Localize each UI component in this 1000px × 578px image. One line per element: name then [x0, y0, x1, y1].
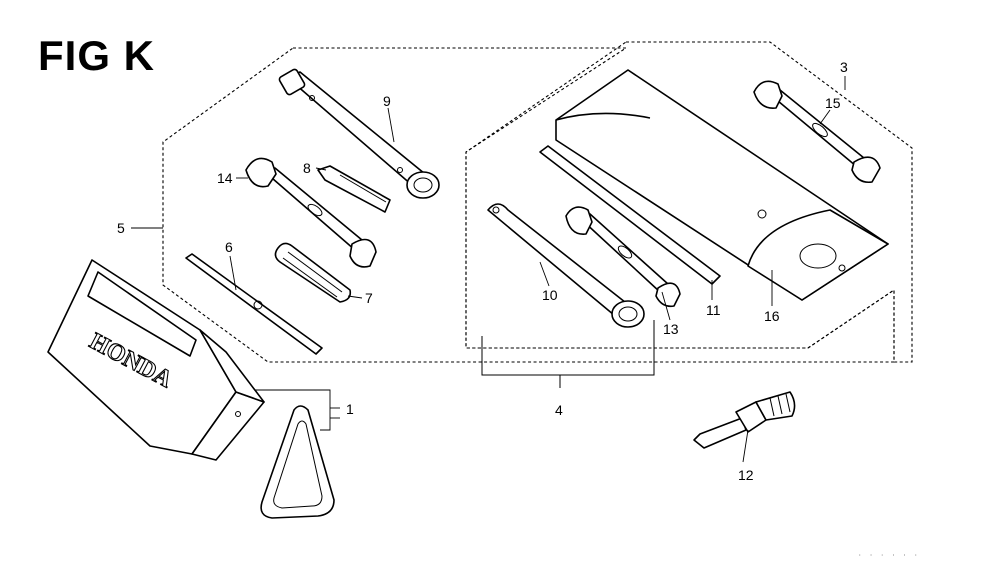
- callout-1: 1: [346, 401, 354, 417]
- handle-rod-11: [539, 145, 721, 285]
- group-3-outline: [465, 41, 913, 363]
- spark-plug-12: [693, 391, 796, 449]
- callout-3: 3: [840, 59, 848, 75]
- tool-box-cover-1: HONDA: [47, 259, 265, 461]
- figure-title: FIG K: [38, 32, 155, 79]
- callout-14: 14: [217, 170, 233, 186]
- tool-bag-16: [555, 69, 889, 301]
- callout-10: 10: [542, 287, 558, 303]
- callout-8: 8: [303, 160, 311, 176]
- callout-15: 15: [825, 95, 841, 111]
- callout-13: 13: [663, 321, 679, 337]
- tool-box-seal-1: [260, 405, 335, 519]
- box-wrench-10: [487, 203, 645, 328]
- callout-11: 11: [706, 302, 721, 318]
- callout-12: 12: [738, 467, 754, 483]
- callout-5: 5: [117, 220, 125, 236]
- screwdriver-handle-7: [274, 242, 352, 303]
- group-5-outline: [162, 47, 895, 363]
- box-wrench-9: [278, 68, 440, 199]
- leader-lines: [131, 76, 846, 463]
- group-1-bracket: [255, 389, 340, 431]
- callout-16: 16: [764, 308, 780, 324]
- footer-code: · · · · · ·: [858, 552, 920, 559]
- screwdriver-shaft-6: [185, 253, 323, 355]
- callout-7: 7: [365, 290, 373, 306]
- screwdriver-bit-8: [317, 165, 391, 213]
- group-4-outline: [481, 320, 655, 388]
- open-end-wrench-13: [565, 206, 681, 308]
- callout-4: 4: [555, 402, 563, 418]
- open-end-wrench-15: [753, 80, 881, 184]
- open-end-wrench-14: [245, 157, 377, 268]
- callout-9: 9: [383, 93, 391, 109]
- callout-6: 6: [225, 239, 233, 255]
